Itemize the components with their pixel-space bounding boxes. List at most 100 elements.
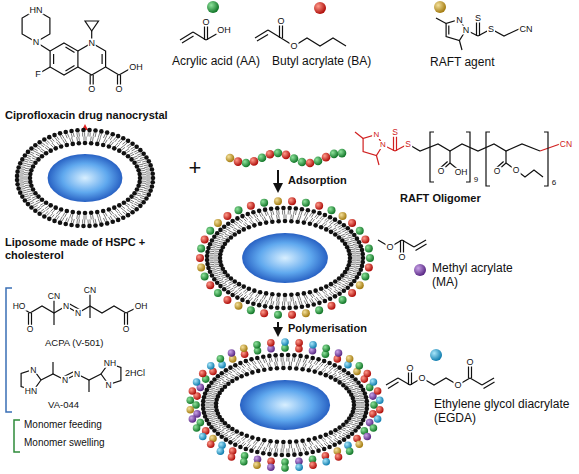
lipid-tail [284,297,285,301]
lipid-tail [243,224,246,227]
lipid-tail [334,223,338,225]
lipid-tail [216,427,220,428]
lipid-head [322,359,327,364]
lipid-tail [51,138,54,141]
lipid-tail [210,253,214,254]
lipid-head [205,254,210,259]
lipid-head [116,134,121,139]
lipid-tail [276,215,278,219]
lipid-head [116,218,121,223]
lipid-tail [241,442,244,445]
lipid-tail [255,365,258,368]
lipid-tail [321,296,324,299]
lipid-tail [349,421,353,422]
lipid-tail [259,299,261,303]
lipid-head [329,282,334,287]
lipid-tail [217,236,221,237]
oligomer-backbone [408,132,548,186]
lipid-tail [263,359,265,363]
lipid-tail [105,217,107,221]
monomer-bead [247,202,255,210]
lipid-tail [245,291,248,294]
lipid-tail [357,417,361,419]
lipid-head [95,142,100,147]
lipid-head [206,266,211,271]
lipid-head [298,452,303,457]
lipid-tail [24,194,28,195]
lipid-tail [214,382,218,383]
lipid-tail [344,277,348,278]
lipid-tail [338,437,342,439]
lipid-tail [247,438,250,441]
lipid-head [288,366,293,371]
monomer-bead [361,273,369,281]
lipid-tail [19,176,23,177]
lipid-tail [261,212,263,216]
lipid-tail [323,289,326,292]
lipid-tail [230,226,234,228]
monomer-bead [207,440,215,448]
lipid-head [281,206,286,211]
lipid-head [28,172,33,177]
atom-label: N [379,141,387,149]
lipid-tail [142,181,146,182]
lipid-head [317,211,322,216]
lipid-tail [238,441,241,444]
lipid-tail [286,357,287,361]
lipid-head [53,146,58,151]
lipid-head [304,354,309,359]
lipid-head [268,439,273,444]
lipid-tail [213,384,217,385]
lipid-tail [350,277,354,278]
lipid-tail [138,199,142,201]
monomer-bead [193,378,201,386]
lipid-tail [278,210,280,214]
lipid-head [150,167,155,172]
monomer-bead [197,245,205,253]
lipid-tail [55,215,57,219]
lipid-tail [252,445,255,448]
lipid-tail [269,362,271,366]
lipid-tail [274,362,276,366]
lipid-tail [211,386,215,387]
lipid-tail [223,230,227,232]
lipid-tail [222,382,226,384]
lipid-tail [27,157,31,159]
lipid-tail [284,215,285,219]
lipid-head [89,141,94,146]
lipid-head [327,361,332,366]
lipid-tail [219,273,223,275]
lipid-head [318,434,323,439]
lipid-tail [254,215,256,219]
lipid-tail [73,219,74,223]
lipid-head [232,279,237,284]
lipid-tail [309,213,311,217]
lipid-tail [353,392,357,394]
monomer-bead [288,311,296,319]
lipid-tail [288,210,289,214]
lipid-tail [253,440,256,443]
lipid-tail [332,373,336,375]
lipid-tail [356,251,360,252]
lipid-tail [113,137,116,140]
lipid-tail [353,424,357,425]
monomer-bead [288,197,296,205]
lipid-tail [333,375,337,377]
lipid-tail [76,219,78,223]
lipid-head [134,207,139,212]
lipid-head [241,284,246,289]
lipid-tail [212,271,216,273]
lipid-tail [50,139,53,142]
lipid-tail [126,151,130,153]
lipid-tail [258,446,260,450]
lipid-tail [25,196,29,197]
lipid-head [58,220,63,225]
lipid-tail [252,362,255,365]
lipid-tail [355,386,359,387]
lipid-head [261,354,266,359]
lipid-head [37,140,42,145]
lipid-tail [230,288,234,290]
lipid-head [324,433,329,438]
atom-label: HN [29,6,44,15]
lipid-tail [76,215,78,219]
